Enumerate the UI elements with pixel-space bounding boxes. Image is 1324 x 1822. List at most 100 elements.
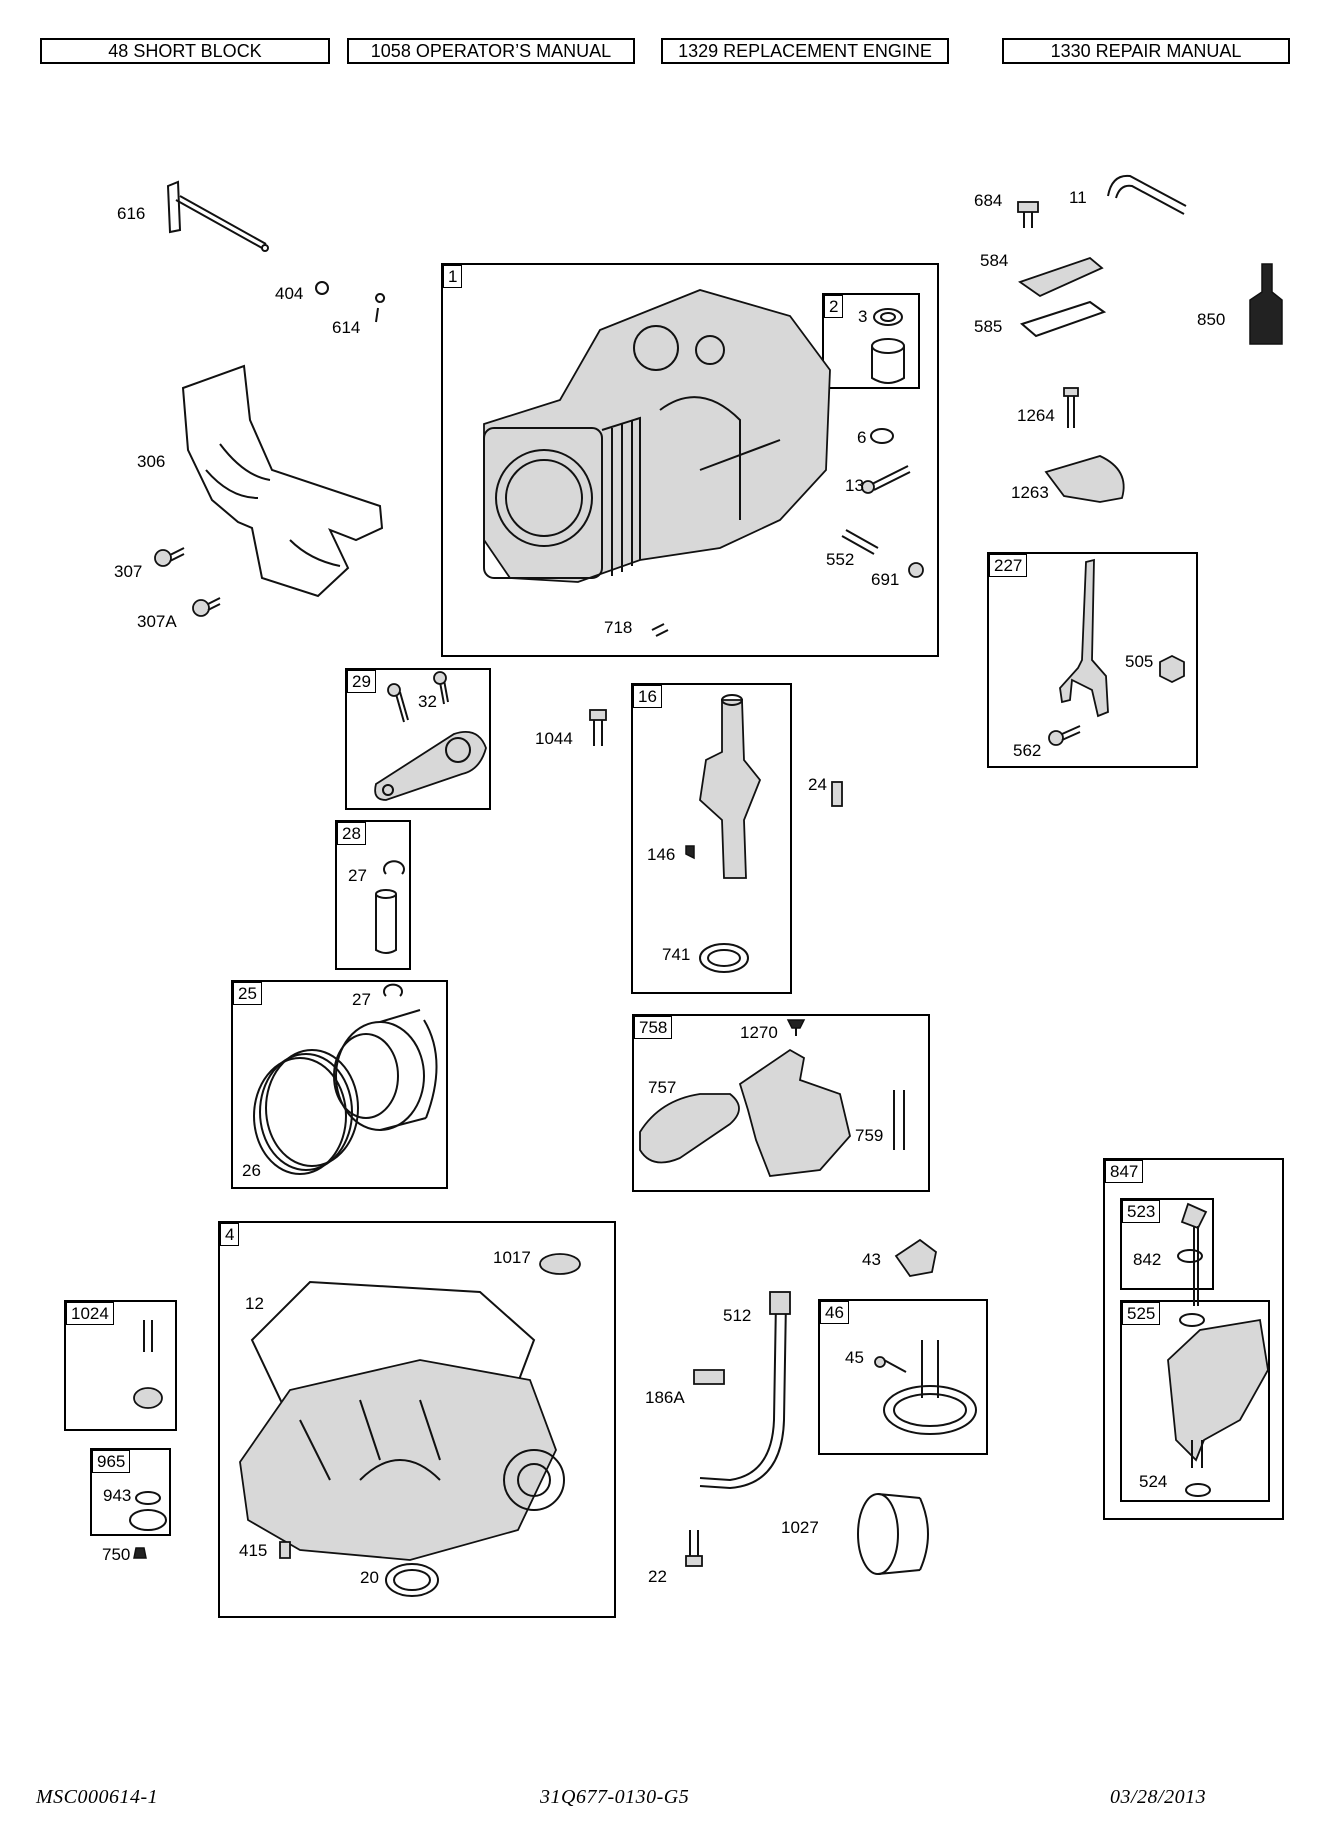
group-46-governor-gear: 46 xyxy=(818,1299,988,1455)
part-759-label[interactable]: 759 xyxy=(855,1126,884,1145)
part-32-label[interactable]: 32 xyxy=(418,692,437,711)
group-523-tag: 523 xyxy=(1122,1200,1161,1223)
plate-1263-drawing xyxy=(1044,455,1125,503)
group-758-camshaft-follower: 758 xyxy=(632,1014,930,1192)
part-11-label[interactable]: 11 xyxy=(1069,188,1087,207)
crankshaft-16-drawing xyxy=(699,694,762,879)
part-684-label[interactable]: 684 xyxy=(974,191,1003,210)
part-27-piston-label[interactable]: 27 xyxy=(352,990,371,1009)
footer-date: 03/28/2013 xyxy=(1110,1786,1207,1808)
part-45-label[interactable]: 45 xyxy=(845,1348,864,1367)
part-562-label[interactable]: 562 xyxy=(1013,741,1042,760)
follower-757-drawing xyxy=(639,1093,740,1164)
bolt-307a-drawing xyxy=(192,597,221,617)
part-850-label[interactable]: 850 xyxy=(1197,310,1226,329)
operators-manual-link[interactable]: 1058 OPERATOR’S MANUAL xyxy=(347,38,635,64)
crankcase-cover-4-drawing xyxy=(239,1359,565,1561)
group-227-tag: 227 xyxy=(989,554,1028,577)
part-13-label[interactable]: 13 xyxy=(845,476,864,495)
part-1017-label[interactable]: 1017 xyxy=(493,1248,531,1267)
ring-943-drawing xyxy=(135,1491,161,1505)
group-25-piston: 25 xyxy=(231,980,448,1189)
part-585-label[interactable]: 585 xyxy=(974,317,1003,336)
group-28-tag: 28 xyxy=(337,822,366,845)
washer-6-drawing xyxy=(870,428,894,444)
screw-1270-drawing xyxy=(786,1019,806,1036)
replacement-engine-link[interactable]: 1329 REPLACEMENT ENGINE xyxy=(661,38,949,64)
repair-manual-link[interactable]: 1330 REPAIR MANUAL xyxy=(1002,38,1290,64)
bolts-32-drawing xyxy=(387,671,449,723)
part-512-label[interactable]: 512 xyxy=(723,1306,752,1325)
group-46-tag: 46 xyxy=(820,1301,849,1324)
part-757-label[interactable]: 757 xyxy=(648,1078,677,1097)
part-307-label[interactable]: 307 xyxy=(114,562,143,581)
bolt-22-drawing xyxy=(685,1530,703,1567)
group-1-cylinder-block: 1 xyxy=(441,263,939,657)
screw-562-drawing xyxy=(1048,725,1081,746)
pin-552-drawing xyxy=(841,529,879,555)
key-146-drawing xyxy=(685,845,695,860)
part-750-label[interactable]: 750 xyxy=(102,1545,131,1564)
part-24-label[interactable]: 24 xyxy=(808,775,827,794)
part-614-label[interactable]: 614 xyxy=(332,318,361,337)
rod-616-drawing xyxy=(166,180,269,252)
part-691-label[interactable]: 691 xyxy=(871,570,900,589)
group-4-tag: 4 xyxy=(220,1223,240,1246)
screw-1264-drawing xyxy=(1063,387,1079,428)
part-146-label[interactable]: 146 xyxy=(647,845,676,864)
part-12-label[interactable]: 12 xyxy=(245,1294,264,1313)
nut-505-drawing xyxy=(1159,654,1185,684)
group-25-tag: 25 xyxy=(233,982,262,1005)
breather-tube-512-drawing xyxy=(699,1299,787,1490)
pin-614-drawing xyxy=(375,293,386,323)
part-741-label[interactable]: 741 xyxy=(662,945,691,964)
part-6-label[interactable]: 6 xyxy=(857,428,867,447)
part-404-label[interactable]: 404 xyxy=(275,284,304,303)
part-943-label[interactable]: 943 xyxy=(103,1486,132,1505)
short-block-link[interactable]: 48 SHORT BLOCK xyxy=(40,38,330,64)
fitting-186a-drawing xyxy=(693,1369,725,1385)
dipstick-523-drawing xyxy=(1180,1202,1208,1230)
part-505-label[interactable]: 505 xyxy=(1125,652,1154,671)
footer-diagram-id: MSC000614-1 xyxy=(36,1786,159,1808)
connecting-rod-29-drawing xyxy=(374,730,487,801)
part-1027-label[interactable]: 1027 xyxy=(781,1518,819,1537)
plug-415-drawing xyxy=(279,1541,291,1559)
nut-691-drawing xyxy=(908,562,924,578)
group-227-governor-lever: 227 xyxy=(987,552,1198,768)
group-847-tag: 847 xyxy=(1105,1160,1144,1183)
lever-227-drawing xyxy=(1059,558,1109,718)
group-16-tag: 16 xyxy=(633,685,662,708)
part-524-label[interactable]: 524 xyxy=(1139,1472,1168,1491)
part-584-label[interactable]: 584 xyxy=(980,251,1009,270)
ring-27-drawing xyxy=(383,860,405,875)
part-22-label[interactable]: 22 xyxy=(648,1567,667,1586)
group-1-tag: 1 xyxy=(443,265,463,288)
seal-1017-drawing xyxy=(539,1253,581,1275)
part-552-label[interactable]: 552 xyxy=(826,550,855,569)
part-307a-label[interactable]: 307A xyxy=(137,612,177,631)
part-842-label[interactable]: 842 xyxy=(1133,1250,1162,1269)
part-1264-label[interactable]: 1264 xyxy=(1017,406,1055,425)
part-1270-label[interactable]: 1270 xyxy=(740,1023,778,1042)
part-616-label[interactable]: 616 xyxy=(117,204,146,223)
bolt-1044-drawing xyxy=(589,709,607,746)
part-26-label[interactable]: 26 xyxy=(242,1161,261,1180)
part-306-label[interactable]: 306 xyxy=(137,452,166,471)
part-43-label[interactable]: 43 xyxy=(862,1250,881,1269)
part-186a-label[interactable]: 186A xyxy=(645,1388,685,1407)
part-1263-label[interactable]: 1263 xyxy=(1011,483,1049,502)
group-16-crankshaft: 16 xyxy=(631,683,792,994)
part-718-label[interactable]: 718 xyxy=(604,618,633,637)
bolt-13-drawing xyxy=(861,465,911,494)
part-1044-label[interactable]: 1044 xyxy=(535,729,573,748)
group-1024-tag: 1024 xyxy=(66,1302,114,1325)
group-847-dipstick-tube: 847 xyxy=(1103,1158,1284,1520)
part-27-pin-label[interactable]: 27 xyxy=(348,866,367,885)
sealant-850-drawing xyxy=(1249,263,1283,345)
part-415-label[interactable]: 415 xyxy=(239,1541,268,1560)
pin-45-drawing xyxy=(874,1356,907,1373)
part-20-label[interactable]: 20 xyxy=(360,1568,379,1587)
part-3-label[interactable]: 3 xyxy=(858,307,868,326)
gasket-585-drawing xyxy=(1019,300,1107,338)
